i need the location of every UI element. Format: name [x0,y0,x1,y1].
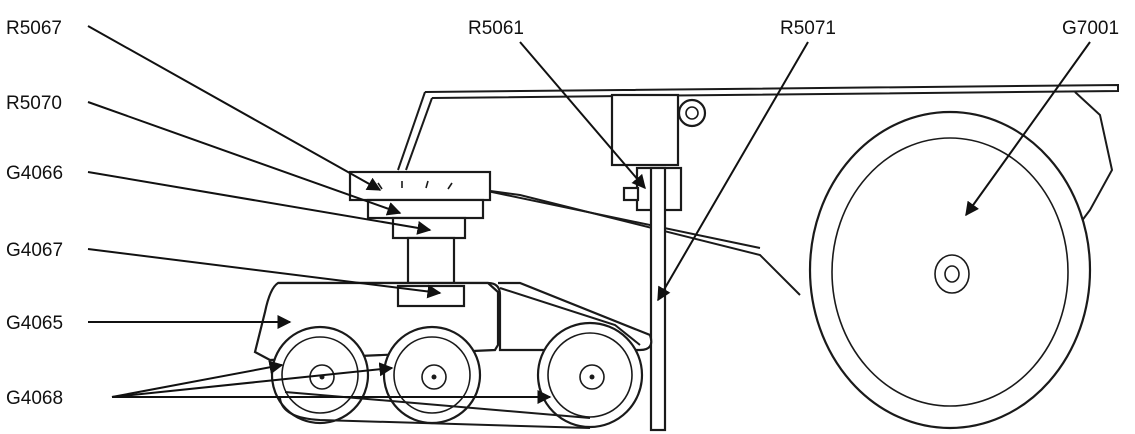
leader-g4068-b [111,362,394,398]
leader-g4067 [87,248,442,299]
label-r5071: R5071 [780,18,836,39]
leader-g4066 [87,171,432,235]
label-g4067: G4067 [6,240,63,261]
label-g4066: G4066 [6,163,63,184]
large-disc [808,110,1092,430]
leader-g4068-a [111,360,284,398]
label-r5070: R5070 [6,93,62,114]
leader-g7001 [965,41,1091,217]
label-g7001: G7001 [1062,18,1119,39]
wheel-rear [536,321,644,429]
label-r5061: R5061 [468,18,524,39]
callout-labels: R5067 R5070 G4066 G4067 G4065 G4068 R506… [6,18,1119,409]
leader-r5071 [657,41,809,302]
leader-r5070 [87,101,402,216]
wheel-middle [382,325,482,425]
label-g4068: G4068 [6,388,63,409]
label-g4065: G4065 [6,313,63,334]
leader-r5067 [87,25,382,191]
leader-lines [87,25,1091,404]
label-r5067: R5067 [6,18,62,39]
leader-r5061 [519,41,646,190]
